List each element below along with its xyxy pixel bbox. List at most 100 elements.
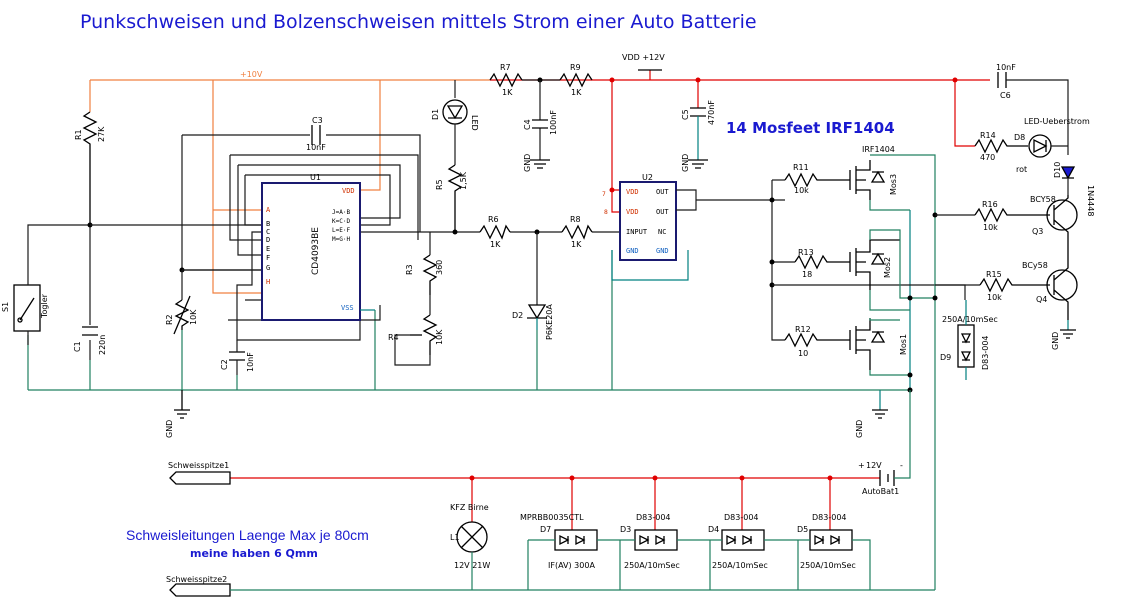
r9-ref: R9	[570, 63, 581, 72]
d3-ref: D3	[620, 525, 631, 534]
r14-ref: R14	[980, 131, 996, 140]
c1-value: 220n	[98, 335, 107, 355]
potentiometer-r4: R4 10K	[388, 295, 444, 366]
gnd-symbol-mos: GND	[855, 409, 888, 438]
r15-ref: R15	[986, 270, 1002, 279]
u1-pin-vss: VSS	[341, 304, 354, 312]
mosfet-note: 14 Mosfeet IRF1404	[726, 119, 895, 137]
u2-pin-gnd1: GND	[626, 247, 639, 255]
d5-ref: D5	[797, 525, 808, 534]
d7-ref: D7	[540, 525, 551, 534]
resistor-r7: R7 1K	[489, 63, 523, 97]
mos3-value: IRF1404	[862, 145, 895, 154]
resistor-r5: R5 1,5K	[435, 124, 468, 232]
d1-value: LED	[470, 115, 479, 131]
c6-ref: C6	[1000, 91, 1011, 100]
svg-text:7: 7	[602, 191, 606, 198]
d4-value: D83-004	[724, 513, 759, 522]
gnd-label-mos: GND	[855, 420, 864, 438]
c3-value: 10nF	[306, 143, 326, 152]
resistor-r6: R6 1K	[479, 215, 511, 249]
led-d8: D8 rot LED-Ueberstrom	[1014, 117, 1090, 174]
mosfet-mos1: Mos1	[849, 318, 908, 370]
r3-value: 360	[435, 260, 444, 275]
switch-s1: S1 Togler	[1, 224, 90, 345]
r4-ref: R4	[388, 333, 399, 342]
c3-ref: C3	[312, 116, 323, 125]
c5-value: 470nF	[707, 100, 716, 125]
u2-pin-out1: OUT	[656, 188, 669, 196]
c5-ref: C5	[681, 109, 690, 120]
ic-u2: U2 VDD VDD INPUT GND OUT OUT NC GND 7 8	[602, 173, 677, 261]
c4-ref: C4	[523, 119, 532, 130]
c4-value: 100nF	[549, 110, 558, 135]
schematic-title: Punkschweisen und Bolzenschweisen mittel…	[80, 11, 757, 33]
transistor-q4: BCy58 Q4	[1022, 260, 1078, 320]
q3-ref: Q3	[1032, 227, 1043, 236]
plus10v-rail: +10V	[89, 70, 490, 294]
r1-value: 27K	[97, 126, 106, 142]
r5-ref: R5	[435, 179, 444, 190]
u2-ref: U2	[642, 173, 653, 182]
mos1-ref: Mos1	[899, 334, 908, 355]
autobat-ref: AutoBat1	[862, 487, 899, 496]
autobat-value: 12V	[866, 461, 882, 470]
resistor-r13: R13 18	[772, 248, 966, 300]
vdd-label: VDD +12V	[622, 53, 665, 62]
d4-ref: D4	[708, 525, 719, 534]
mos3-ref: Mos3	[889, 174, 898, 195]
resistor-r11: R11 10k	[772, 163, 850, 195]
resistor-r3: R3 360	[405, 232, 444, 295]
ic-u1: U1 CD4093BE A B C D E F G H VDD VSS J=A·…	[261, 173, 361, 321]
r3-ref: R3	[405, 264, 414, 275]
resistor-r14: R14 470	[974, 131, 1028, 162]
d7-rating: IF(AV) 300A	[548, 561, 595, 570]
c1-ref: C1	[73, 341, 82, 352]
r1-ref: R1	[74, 129, 83, 140]
r8-ref: R8	[570, 215, 581, 224]
c6-value: 10nF	[996, 63, 1016, 72]
d1-ref: D1	[431, 109, 440, 120]
svg-text:8: 8	[604, 209, 608, 216]
capacitor-c2: C2 10nF	[220, 340, 255, 375]
s1-ref: S1	[1, 302, 10, 312]
u1-pin-e: E	[266, 245, 270, 253]
diode-d3: D83-004 D3 250A/10mSec	[619, 478, 710, 590]
r7-value: 1K	[502, 88, 513, 97]
u1-pin-vdd: VDD	[342, 187, 355, 195]
q4-value: BCy58	[1022, 261, 1048, 270]
u1-pin-h: H	[266, 278, 270, 286]
l1-value: 12V 21W	[454, 561, 490, 570]
q4-ref: Q4	[1036, 295, 1047, 304]
d5-value: D83-004	[812, 513, 847, 522]
d3-value: D83-004	[636, 513, 671, 522]
gnd-label-c4: GND	[523, 154, 532, 172]
d7-value: MPRBB0035CTL	[520, 513, 584, 522]
u1-pin-o2: K=C·D	[332, 218, 350, 225]
r5-value: 1,5K	[459, 171, 468, 190]
u2-pin-vdd2: VDD	[626, 208, 639, 216]
resistor-r8: R8 1K	[561, 215, 593, 249]
resistor-r15: R15 10k	[935, 270, 1050, 302]
mosfet-mos3: IRF1404 Mos3	[849, 145, 898, 200]
capacitor-c6: 10nF C6	[996, 63, 1069, 155]
r6-ref: R6	[488, 215, 499, 224]
gnd-symbol-q4: GND	[1051, 320, 1076, 350]
d3-rating: 250A/10mSec	[624, 561, 680, 570]
diode-d4: D83-004 D4 250A/10mSec	[708, 478, 798, 590]
resistor-r16: R16 10k	[935, 200, 1050, 232]
d10-value: 1N4448	[1086, 185, 1095, 216]
r9-value: 1K	[571, 88, 582, 97]
u2-pin-nc: NC	[658, 228, 666, 236]
u1-pin-c: C	[266, 228, 270, 236]
u1-pin-o3: L=E·F	[332, 227, 350, 234]
d9-rating: 250A/10mSec	[942, 315, 998, 324]
r2-ref: R2	[165, 314, 174, 325]
r7-ref: R7	[500, 63, 511, 72]
d8-value: rot	[1016, 165, 1027, 174]
d4-rating: 250A/10mSec	[712, 561, 768, 570]
gnd-symbol-1: GND	[165, 390, 190, 438]
resistor-r1: R1 27K	[74, 111, 106, 228]
resistor-r12: R12 10	[784, 325, 850, 358]
